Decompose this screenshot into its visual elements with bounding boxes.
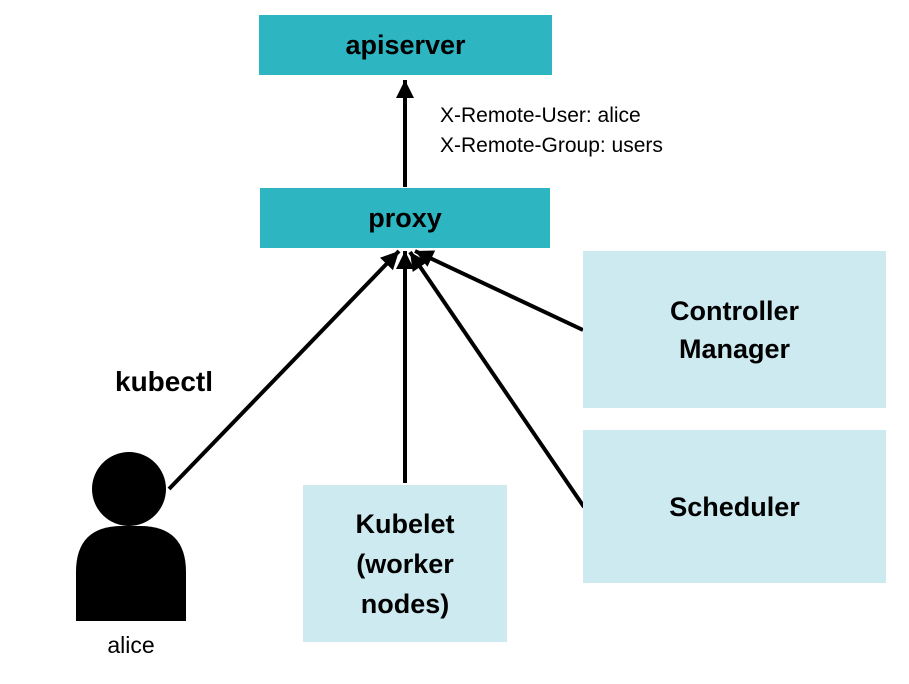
node-proxy: proxy	[260, 188, 550, 248]
kubectl-label: kubectl	[115, 366, 214, 397]
node-scheduler: Scheduler	[583, 430, 886, 583]
node-apiserver: apiserver	[259, 15, 552, 75]
alice-label: alice	[107, 632, 155, 658]
edge-controller-manager-to-proxy	[414, 249, 584, 332]
edge-scheduler-to-proxy	[408, 250, 586, 509]
person-icon	[76, 452, 186, 621]
